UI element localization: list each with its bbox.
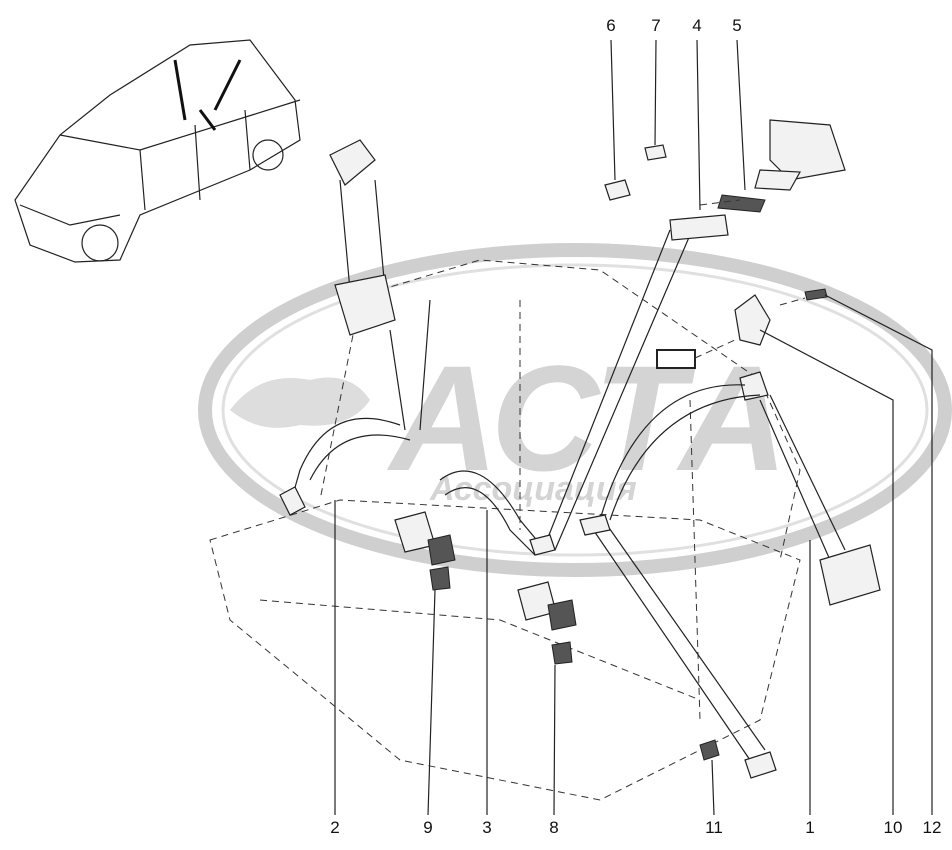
svg-text:АСТА: АСТА	[386, 334, 788, 502]
retractor-and-trims	[604, 119, 846, 369]
callout-3: 3	[482, 818, 492, 837]
watermark-logo: АСТА Ассоциация	[198, 243, 952, 577]
callout-1: 1	[805, 818, 815, 837]
callout-10: 10	[883, 818, 903, 837]
buckle-assembly-9	[394, 511, 456, 591]
callout-11: 11	[705, 818, 723, 837]
left-seat-belt	[279, 139, 431, 516]
callout-4: 4	[692, 16, 702, 35]
center-seat-belt	[439, 214, 729, 556]
callout-6: 6	[606, 16, 616, 35]
callout-9: 9	[423, 818, 433, 837]
svg-text:Ассоциация: Ассоциация	[429, 470, 637, 508]
vehicle-location-thumbnail	[14, 39, 301, 263]
callout-leader-lines	[334, 39, 933, 816]
callout-12: 12	[922, 818, 942, 837]
callout-7: 7	[651, 16, 661, 35]
right-seat-belt	[579, 371, 881, 779]
callout-8: 8	[549, 818, 559, 837]
callout-5: 5	[732, 16, 742, 35]
buckle-assembly-8	[517, 581, 577, 665]
callout-2: 2	[330, 818, 340, 837]
